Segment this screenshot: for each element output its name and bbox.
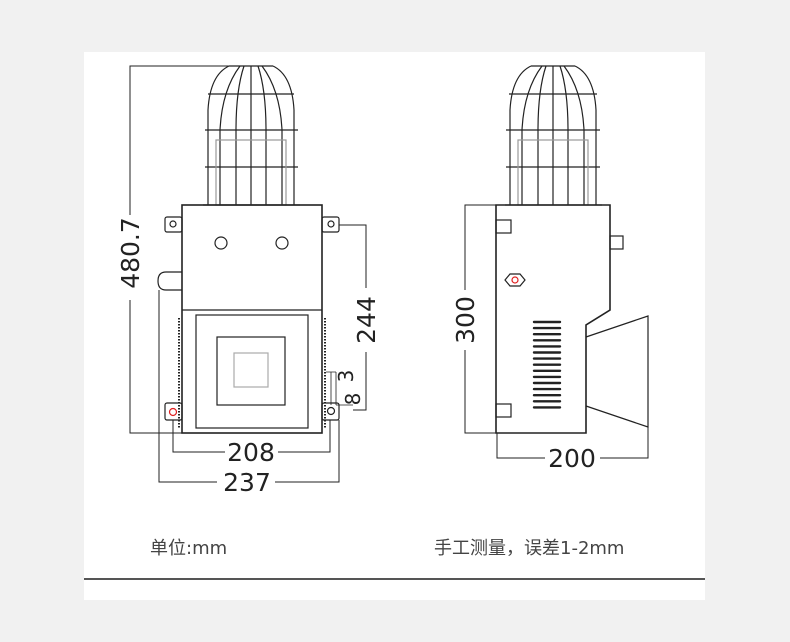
side-body (495, 204, 611, 434)
front-body (181, 204, 323, 434)
vent-grille (532, 320, 562, 409)
dim-offset-3: 3 (334, 370, 358, 383)
dim-height-300: 300 (451, 296, 480, 344)
front-view (129, 65, 367, 483)
drawing-card (84, 52, 705, 600)
divider (84, 578, 705, 580)
dim-height-480: 480.7 (116, 217, 145, 289)
front-panel (195, 314, 309, 429)
indicator-lamp-right (275, 236, 289, 250)
mount-tab (164, 216, 183, 233)
horn-speaker (585, 315, 649, 428)
dim-width-208: 208 (227, 438, 275, 467)
mount-tab (321, 216, 340, 233)
light-cage (203, 65, 300, 206)
cable-gland (157, 271, 182, 291)
dim-hole-8: 8 (341, 393, 365, 406)
dim-width-237: 237 (223, 468, 271, 497)
dim-mount-height-244: 244 (352, 296, 381, 344)
ground-screw-icon (168, 407, 178, 417)
unit-caption: 单位:mm (150, 538, 228, 559)
light-cage (505, 65, 602, 206)
dim-depth-200: 200 (548, 444, 596, 473)
measurement-note: 手工测量，误差1-2mm (434, 538, 625, 559)
indicator-lamp-left (214, 236, 228, 250)
side-view (464, 65, 649, 459)
nut-icon (504, 273, 526, 287)
